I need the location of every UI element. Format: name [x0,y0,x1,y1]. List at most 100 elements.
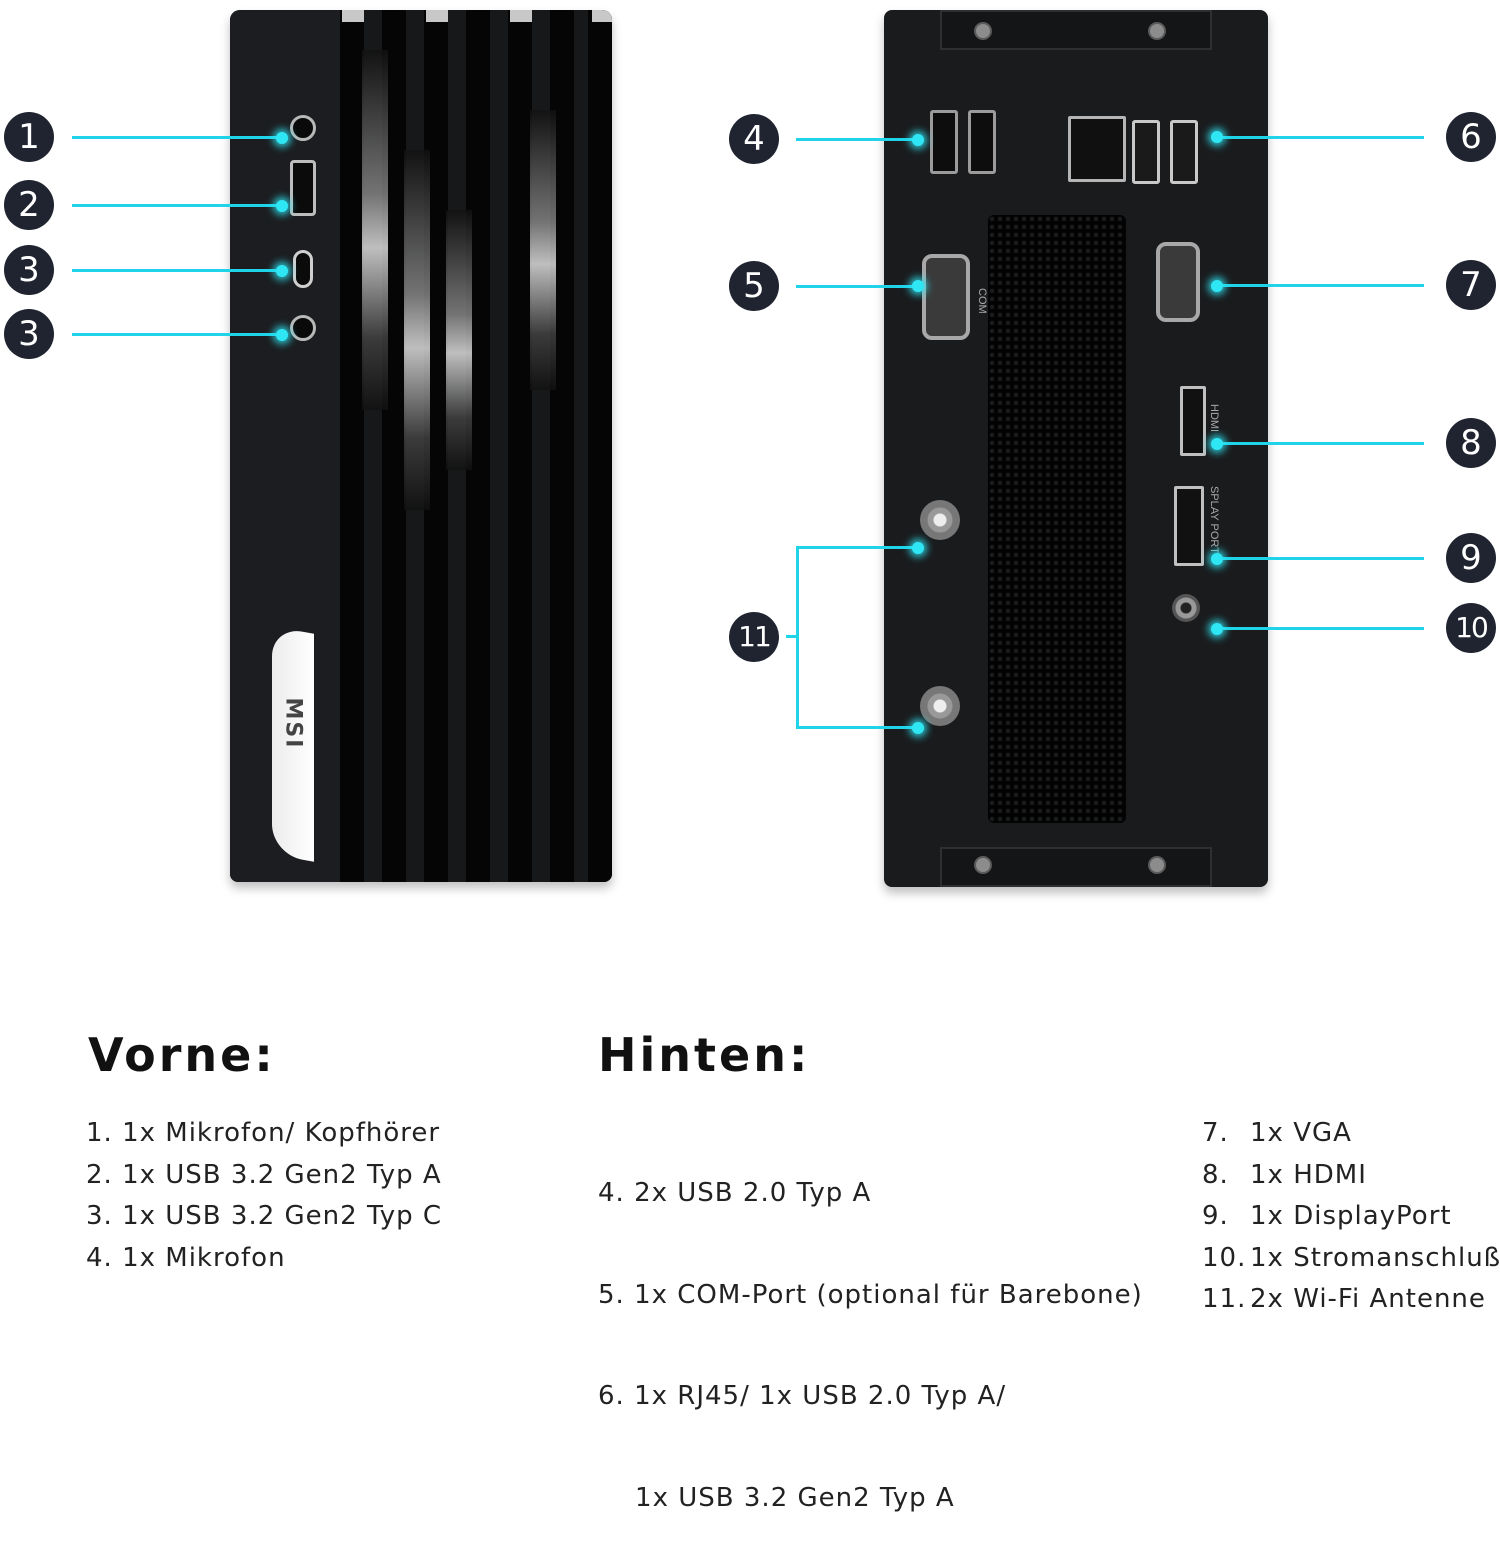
antenna-connector [920,500,960,540]
antenna-connector [920,686,960,726]
list-text: 1x HDMI [1250,1159,1367,1190]
list-item: 10.1x Stromanschluß [1202,1238,1500,1280]
list-text: 2x Wi-Fi Antenne [1250,1284,1486,1314]
vga-port [1156,242,1200,322]
callout-badge-3: 3 [4,245,54,295]
list-item: 2. 1x USB 3.2 Gen2 Typ A [86,1159,442,1190]
callout-line [796,726,916,729]
screw [974,22,992,40]
callout-dot [912,280,924,292]
callout-dot [276,265,288,277]
list-text: 1x DisplayPort [1250,1201,1452,1231]
list-item: 3. 1x USB 3.2 Gen2 Typ C [86,1201,443,1231]
callout-badge-4: 4 [729,114,779,164]
com-port [922,254,970,340]
callout-line [1218,557,1424,560]
front-case-image: MSI [230,10,612,882]
callout-badge-3b: 3 [4,309,54,359]
list-text: 1x Stromanschluß [1250,1242,1500,1273]
usb-c-port [293,250,313,288]
screw [1148,856,1166,874]
callout-line [72,333,280,336]
case-reflection [446,210,472,470]
case-top-accent [592,10,612,22]
callout-dot [912,542,924,554]
callout-badge-11: 11 [729,612,779,662]
callout-dot [1211,280,1223,292]
screw [1148,22,1166,40]
list-number: 7. [1202,1118,1229,1148]
case-top-accent [342,10,364,22]
callout-line [796,285,916,288]
callout-line [1218,284,1424,287]
com-label: COM [976,288,988,314]
callout-badge-5: 5 [729,261,779,311]
callout-line [796,546,916,549]
hdmi-label: HDMI [1208,404,1220,433]
list-number: 8. [1202,1159,1229,1190]
callout-line [72,136,280,139]
list-item: 8. 1x HDMI [1202,1155,1500,1197]
front-heading: Vorne: [88,1028,276,1082]
case-reflection [362,50,388,410]
usb2-port [930,110,958,174]
callout-line [1218,442,1424,445]
callout-line [786,635,798,638]
list-number: 9. [1202,1201,1229,1231]
case-top-accent [510,10,532,22]
callout-line [1218,136,1424,139]
callout-dot [912,722,924,734]
usb-a-port [290,160,316,216]
callout-badge-2: 2 [4,180,54,230]
list-text: 1x VGA [1250,1118,1352,1148]
list-item: 9. 1x DisplayPort [1202,1196,1500,1238]
list-item: 6. 1x RJ45/ 1x USB 2.0 Typ A/ [598,1381,1007,1411]
callout-line [72,269,280,272]
displayport-port [1174,486,1204,566]
callout-line [796,138,916,141]
back-ports-list-right: 7.1x VGA 8.1x HDMI 9.1x DisplayPort 10.1… [1202,1113,1500,1321]
top-bracket [940,10,1212,50]
list-item: 4. 2x USB 2.0 Typ A [598,1178,872,1208]
case-stripe [340,10,364,882]
list-item: 11.2x Wi-Fi Antenne [1202,1279,1500,1321]
headphone-jack [290,115,316,141]
callout-badge-9: 9 [1446,533,1496,583]
list-number: 10. [1202,1242,1247,1273]
callout-dot [1211,553,1223,565]
callout-line [72,204,280,207]
case-stripe [588,10,612,882]
microphone-jack [290,315,316,341]
msi-logo: MSI [280,697,306,750]
case-reflection [404,150,430,510]
callout-dot [912,134,924,146]
callout-dot [276,200,288,212]
list-item: 5. 1x COM-Port (optional für Barebone) [598,1279,1143,1310]
usb2-port [1132,120,1160,184]
callout-badge-8: 8 [1446,418,1496,468]
displayport-label: SPLAY PORT [1208,486,1220,554]
callout-dot [276,132,288,144]
list-item: 7. 1x VGA [1202,1113,1500,1155]
callout-dot [1211,623,1223,635]
list-item: 4. 1x Mikrofon [86,1242,286,1273]
case-reflection [530,110,556,390]
screw [974,856,992,874]
callout-badge-6: 6 [1446,112,1496,162]
ventilation-grill [988,215,1126,823]
callout-bracket-line [796,546,799,729]
callout-badge-10: 10 [1446,603,1496,653]
list-number: 11. [1202,1284,1247,1314]
power-jack [1172,594,1200,622]
callout-dot [276,329,288,341]
hdmi-port [1180,386,1206,456]
case-stripe [508,10,532,882]
callout-dot [1211,438,1223,450]
back-heading: Hinten: [598,1028,811,1082]
usb3-port [1170,120,1198,184]
back-ports-list: 4. 2x USB 2.0 Typ A 5. 1x COM-Port (opti… [598,1113,1143,1549]
callout-dot [1211,131,1223,143]
rj45-port [1068,116,1126,182]
callout-badge-7: 7 [1446,260,1496,310]
callout-line [1218,627,1424,630]
